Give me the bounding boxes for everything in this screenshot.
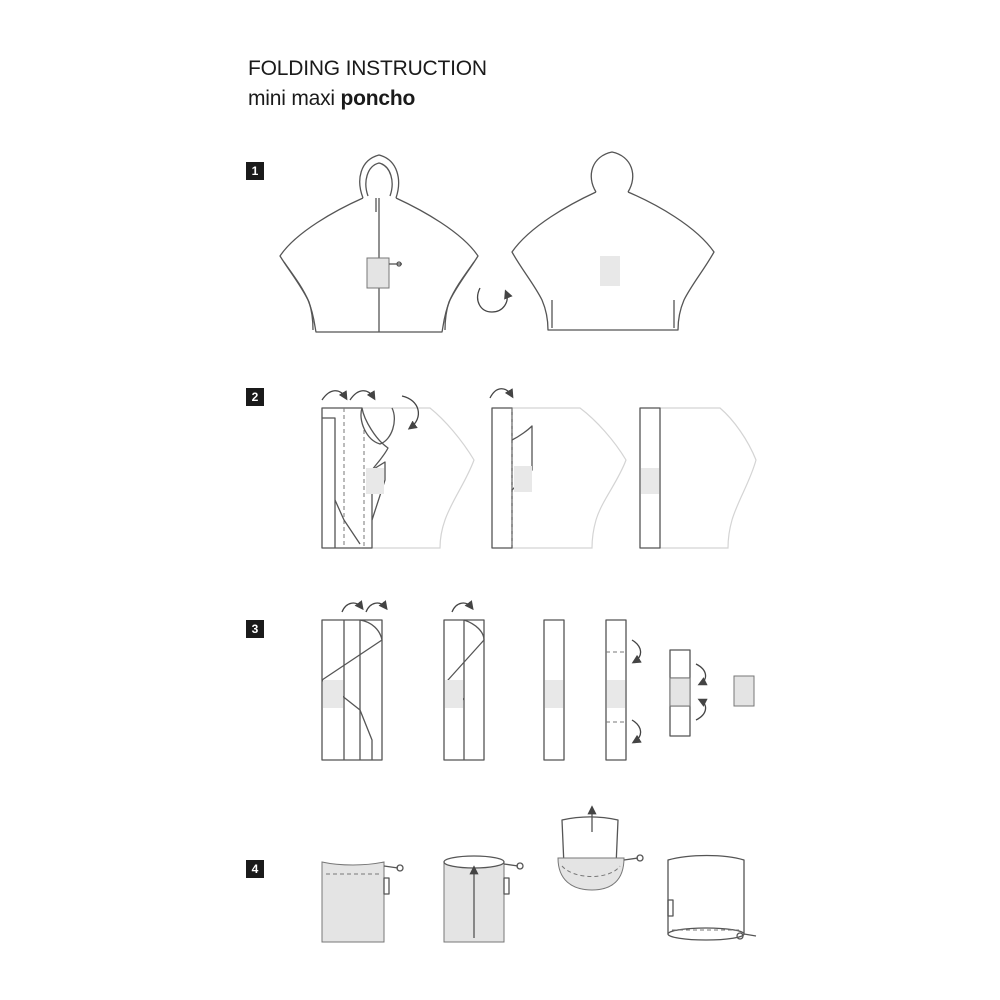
- step-4-badge: 4: [246, 860, 264, 878]
- roll-stage-3: [543, 619, 565, 761]
- flip-arrow: [477, 287, 513, 313]
- roll-stage-5: [669, 649, 708, 737]
- roll-stage-1: [321, 600, 388, 761]
- pouch-inverted: [557, 805, 644, 891]
- pouch-open: [443, 855, 524, 943]
- poncho-front: [279, 154, 479, 333]
- pouch-closed: [321, 861, 404, 943]
- poncho-back: [511, 151, 715, 331]
- step-1-illustration: [279, 151, 715, 333]
- roll-stage-final: [733, 675, 755, 707]
- fold-stage-1: [321, 390, 475, 549]
- product-name-regular: mini maxi: [248, 87, 335, 110]
- roll-stage-2: [443, 600, 485, 761]
- roll-stage-4: [605, 619, 642, 761]
- step-3-badge: 3: [246, 620, 264, 638]
- product-name-bold: poncho: [340, 87, 416, 110]
- instruction-title: FOLDING INSTRUCTION: [248, 57, 487, 80]
- step-1-badge: 1: [246, 162, 264, 180]
- step-4-illustration: [321, 805, 757, 943]
- fold-stage-2: [489, 388, 627, 549]
- step-2-illustration: [321, 388, 757, 549]
- step-3-illustration: [321, 600, 755, 761]
- fold-stage-3: [639, 407, 757, 549]
- step-2-badge: 2: [246, 388, 264, 406]
- product-name: mini maxi poncho: [248, 86, 415, 112]
- pouch-finished: [667, 854, 757, 941]
